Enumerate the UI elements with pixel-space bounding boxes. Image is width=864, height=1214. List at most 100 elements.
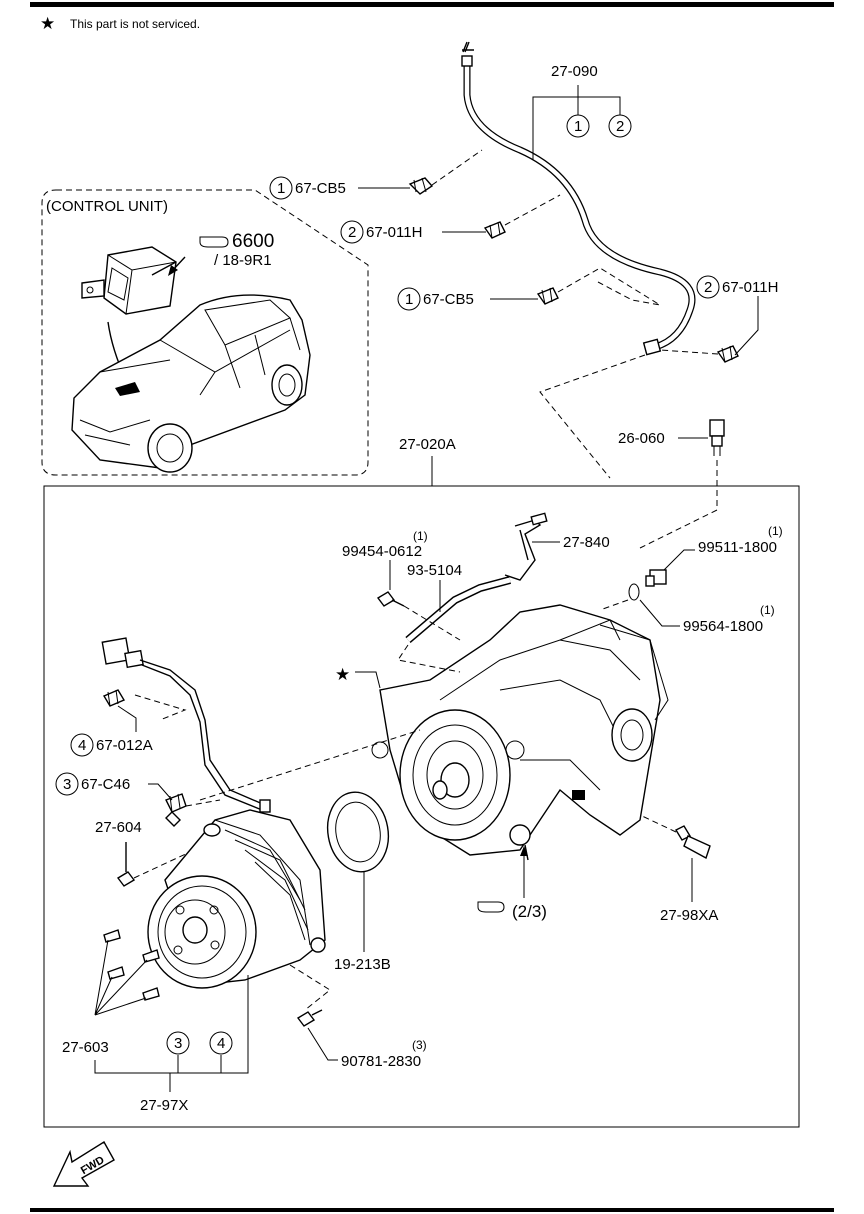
control-unit-subref: / 18-9R1 <box>214 252 272 269</box>
circle-2-27-090 <box>608 114 632 138</box>
clip-67-CB5-b <box>536 287 559 305</box>
circle-4-27-97X <box>209 1031 233 1055</box>
dash-harness <box>134 694 187 721</box>
circle-2-67-011H-b <box>696 275 720 299</box>
circle-4-67-012A <box>70 733 94 757</box>
label-27-98XA: 27-98XA <box>660 907 718 924</box>
dash-motor-bolt <box>289 964 331 1011</box>
label-99454-0612: 99454-0612 <box>342 543 422 560</box>
hose-93-5104-inner <box>406 577 511 642</box>
circle-1-text: 1 <box>574 118 582 135</box>
bracket-27-840 <box>504 512 548 581</box>
circle-3-27-97X <box>166 1031 190 1055</box>
leader-90781 <box>307 1027 338 1061</box>
seal-19-213B <box>326 791 390 873</box>
label-67-CB5-b: 67-CB5 <box>423 291 474 308</box>
breather-hose <box>461 41 696 356</box>
top-bar <box>30 2 834 7</box>
leader-27-97X <box>94 975 249 1092</box>
label-26-060: 26-060 <box>618 430 665 447</box>
plug-99511-1800 <box>645 569 667 587</box>
leader-27-603 <box>94 939 148 1016</box>
leader-star <box>355 671 381 689</box>
circle-1-67-CB5-b-text: 1 <box>405 291 413 308</box>
wiring-harness <box>101 637 271 813</box>
label-67-011H-a: 67-011H <box>366 224 422 241</box>
leader-27-090 <box>532 85 621 160</box>
hose-93-5104 <box>405 576 512 644</box>
circle-1-27-090 <box>566 114 590 138</box>
qty-99564: (1) <box>760 603 775 617</box>
leader-67-011H-b <box>734 296 759 356</box>
dash-99564 <box>599 599 629 611</box>
label-90781-2830: 90781-2830 <box>341 1053 421 1070</box>
control-unit-ref: 6600 <box>232 231 274 252</box>
seal-19-213B-inner <box>335 801 381 863</box>
label-27-604: 27-604 <box>95 819 142 836</box>
qty-90781: (3) <box>412 1038 427 1052</box>
circle-2-67-011H-a <box>340 220 364 244</box>
qty-99511: (1) <box>768 524 783 538</box>
label-99564-1800: 99564-1800 <box>683 618 763 635</box>
label-27-603: 27-603 <box>62 1039 109 1056</box>
circle-2-text: 2 <box>616 118 624 135</box>
dash-clip-d <box>659 349 719 355</box>
bolt-99454-0612 <box>376 591 405 607</box>
label-ref-2-3: (2/3) <box>512 902 547 921</box>
label-27-020A: 27-020A <box>399 436 456 453</box>
control-unit-title: (CONTROL UNIT) <box>46 198 168 215</box>
label-67-012A: 67-012A <box>96 737 153 754</box>
label-27-840: 27-840 <box>563 534 610 551</box>
ref-arrow-head <box>520 846 528 856</box>
sensor-27-98XA <box>675 825 711 860</box>
bolts-27-603 <box>103 929 160 1001</box>
qty-99454: (1) <box>413 529 428 543</box>
fwd-arrow-icon <box>52 1141 115 1187</box>
leader-67-012A <box>117 705 137 732</box>
clip-67-011H-b <box>716 345 739 363</box>
label-67-CB5-a: 67-CB5 <box>295 180 346 197</box>
label-star-marker: ★ <box>335 665 350 684</box>
dash-67-C46 <box>185 799 221 807</box>
circle-4-67-012A-text: 4 <box>78 737 86 754</box>
clip-67-011H-a <box>483 221 506 239</box>
dash-27-98XA <box>639 814 677 833</box>
control-unit-arrow-head <box>168 265 178 276</box>
hand-ref-icon-2 <box>477 901 505 913</box>
dash-26-060 <box>639 460 718 549</box>
dash-99454 <box>403 605 461 641</box>
label-19-213B: 19-213B <box>334 956 391 973</box>
gasket-99564-1800 <box>628 583 640 601</box>
label-67-C46: 67-C46 <box>81 776 130 793</box>
leader-99511 <box>663 549 695 571</box>
control-unit-box <box>41 189 369 476</box>
leader-67-C46 <box>148 783 173 801</box>
dash-seal <box>199 729 421 801</box>
bolt-90781-2830 <box>296 1009 323 1027</box>
clip-67-012A <box>102 689 126 707</box>
circle-3-67-C46 <box>55 772 79 796</box>
hand-ref-icon <box>199 236 229 248</box>
note-text: This part is not serviced. <box>70 17 200 31</box>
label-93-5104: 93-5104 <box>407 562 462 579</box>
label-67-011H-b: 67-011H <box>722 279 778 296</box>
note-star: ★ <box>40 14 55 33</box>
bottom-bar <box>30 1208 834 1212</box>
circle-4-27-97X-text: 4 <box>217 1035 225 1052</box>
circle-3-27-97X-text: 3 <box>174 1035 182 1052</box>
circle-1-67-CB5-a <box>269 176 293 200</box>
dash-clip-a <box>431 149 483 186</box>
clip-67-C46 <box>165 793 187 827</box>
vehicle-illustration <box>71 294 311 473</box>
clip-67-CB5-a <box>408 177 434 195</box>
motor-unit <box>147 809 326 989</box>
control-module-illustration <box>81 246 177 315</box>
circle-1-67-CB5-a-text: 1 <box>277 180 285 197</box>
dash-clip-b <box>504 194 561 226</box>
differential-housing <box>371 604 669 861</box>
circle-1-67-CB5-b <box>397 287 421 311</box>
dash-hose-housing <box>397 644 461 673</box>
sensor-26-060 <box>709 419 725 456</box>
label-27-97X: 27-97X <box>140 1097 188 1114</box>
circle-2-67-011H-a-text: 2 <box>348 224 356 241</box>
